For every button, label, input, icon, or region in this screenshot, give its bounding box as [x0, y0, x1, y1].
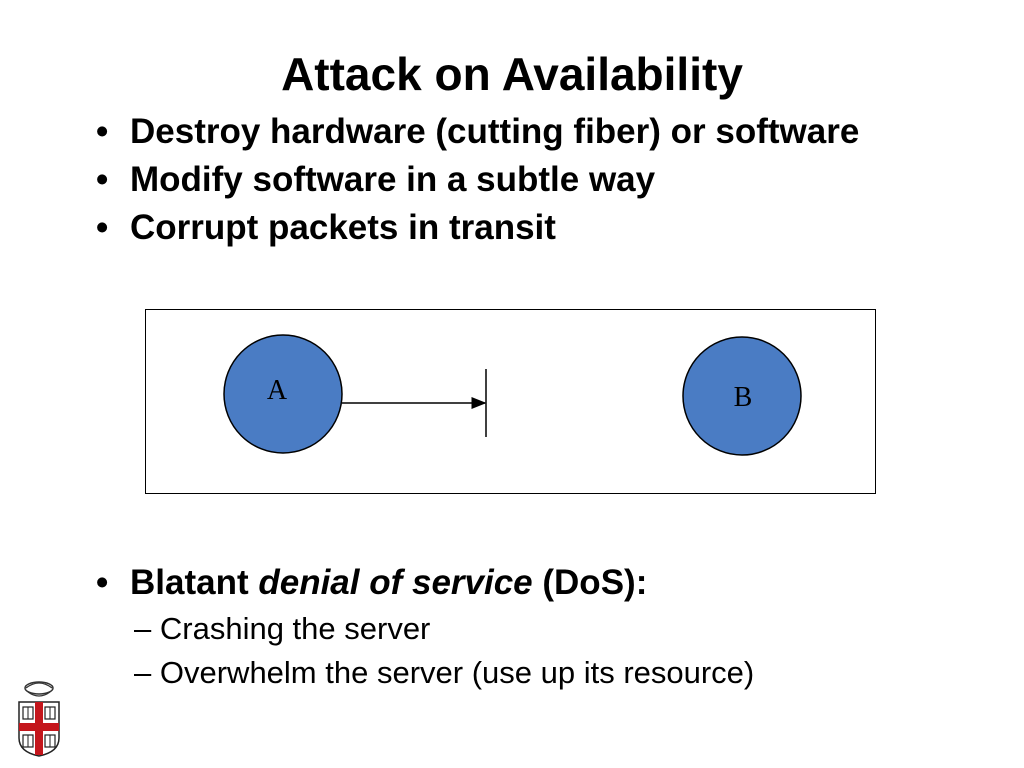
- university-shield-icon: [18, 681, 60, 757]
- bullet-item: • Corrupt packets in transit: [92, 208, 992, 248]
- sub-item: – Overwhelm the server (use up its resou…: [130, 651, 992, 695]
- bullet-item: • Modify software in a subtle way: [92, 160, 992, 200]
- packet-diagram: A B: [223, 334, 802, 456]
- bullet-item-dos: • Blatant denial of service (DoS): – Cra…: [92, 563, 992, 695]
- node-b: [682, 336, 802, 456]
- sub-item-text: Crashing the server: [159, 611, 431, 646]
- dash-glyph: –: [134, 655, 152, 690]
- bullet-text: Destroy hardware (cutting fiber) or soft…: [130, 112, 860, 151]
- sub-item-text: Overwhelm the server (use up its resourc…: [159, 655, 755, 690]
- dos-bullet-list: • Blatant denial of service (DoS): – Cra…: [92, 563, 992, 703]
- dos-sub-list: – Crashing the server – Overwhelm the se…: [130, 607, 992, 695]
- dos-text-emphasis: denial of service: [258, 563, 533, 602]
- dos-text-post: (DoS):: [532, 563, 648, 602]
- sub-item: – Crashing the server: [130, 607, 992, 651]
- dash-glyph: –: [134, 611, 152, 646]
- bullet-list: • Destroy hardware (cutting fiber) or so…: [92, 112, 992, 256]
- bullet-text: Corrupt packets in transit: [130, 208, 556, 247]
- dos-text-pre: Blatant: [130, 563, 259, 602]
- slide-title: Attack on Availability: [281, 48, 743, 100]
- bullet-glyph: •: [96, 563, 109, 602]
- bullet-glyph: •: [96, 208, 109, 247]
- node-a: [223, 334, 343, 454]
- node-b-label: B: [734, 382, 753, 413]
- bullet-text: Modify software in a subtle way: [130, 160, 656, 199]
- packet-diagram-frame: A B: [145, 309, 876, 494]
- bullet-glyph: •: [96, 160, 109, 199]
- bullet-item: • Destroy hardware (cutting fiber) or so…: [92, 112, 992, 152]
- bullet-glyph: •: [96, 112, 109, 151]
- node-a-label: A: [267, 375, 288, 406]
